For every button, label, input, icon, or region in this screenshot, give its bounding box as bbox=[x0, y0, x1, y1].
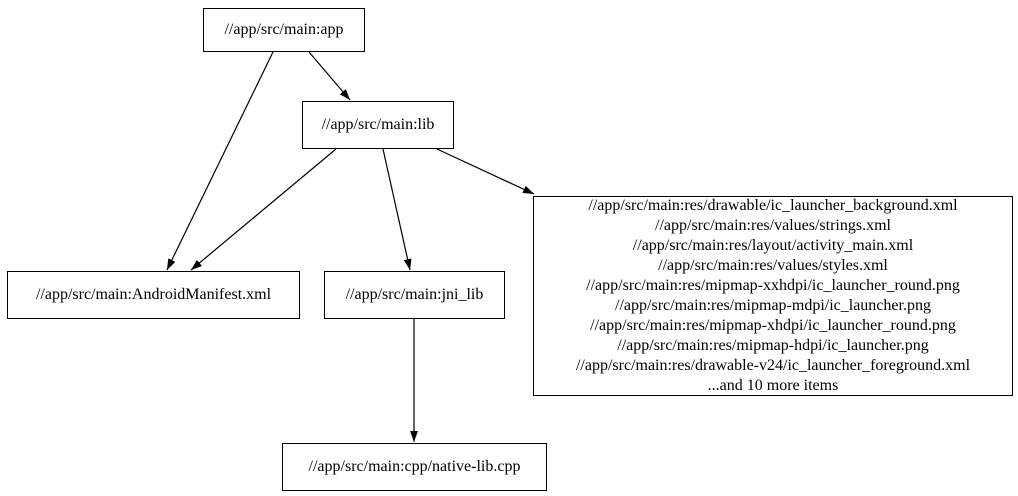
node-jni-lib-label: //app/src/main:jni_lib bbox=[345, 286, 484, 303]
resource-item: //app/src/main:res/drawable-v24/ic_launc… bbox=[575, 357, 971, 374]
node-lib: //app/src/main:lib bbox=[302, 101, 454, 149]
node-native-lib-cpp: //app/src/main:cpp/native-lib.cpp bbox=[282, 443, 547, 491]
node-resources: //app/src/main:res/drawable/ic_launcher_… bbox=[533, 196, 1013, 396]
resource-item: //app/src/main:res/values/strings.xml bbox=[655, 217, 891, 234]
resource-item: //app/src/main:res/layout/activity_main.… bbox=[632, 237, 914, 254]
edge-app-to-lib bbox=[308, 51, 351, 101]
node-app: //app/src/main:app bbox=[203, 8, 365, 52]
edge-lib-to-jni-lib bbox=[382, 148, 412, 271]
edge-app-to-manifest bbox=[166, 51, 274, 271]
node-android-manifest-label: //app/src/main:AndroidManifest.xml bbox=[35, 286, 272, 303]
resource-more-items: ...and 10 more items bbox=[707, 377, 839, 394]
resource-item: //app/src/main:res/mipmap-xxhdpi/ic_laun… bbox=[586, 277, 960, 294]
node-lib-label: //app/src/main:lib bbox=[321, 116, 435, 133]
resource-item: //app/src/main:res/mipmap-xhdpi/ic_launc… bbox=[590, 317, 956, 334]
resource-item: //app/src/main:res/mipmap-mdpi/ic_launch… bbox=[615, 297, 931, 314]
node-app-label: //app/src/main:app bbox=[224, 21, 344, 38]
edge-lib-to-manifest bbox=[190, 148, 337, 271]
node-native-lib-cpp-label: //app/src/main:cpp/native-lib.cpp bbox=[308, 458, 521, 475]
resource-item: //app/src/main:res/values/styles.xml bbox=[658, 257, 888, 274]
resource-item: //app/src/main:res/mipmap-hdpi/ic_launch… bbox=[617, 337, 929, 354]
node-android-manifest: //app/src/main:AndroidManifest.xml bbox=[7, 271, 300, 319]
node-jni-lib: //app/src/main:jni_lib bbox=[324, 271, 505, 319]
edge-lib-to-resources bbox=[436, 148, 535, 195]
resource-item: //app/src/main:res/drawable/ic_launcher_… bbox=[588, 197, 958, 214]
